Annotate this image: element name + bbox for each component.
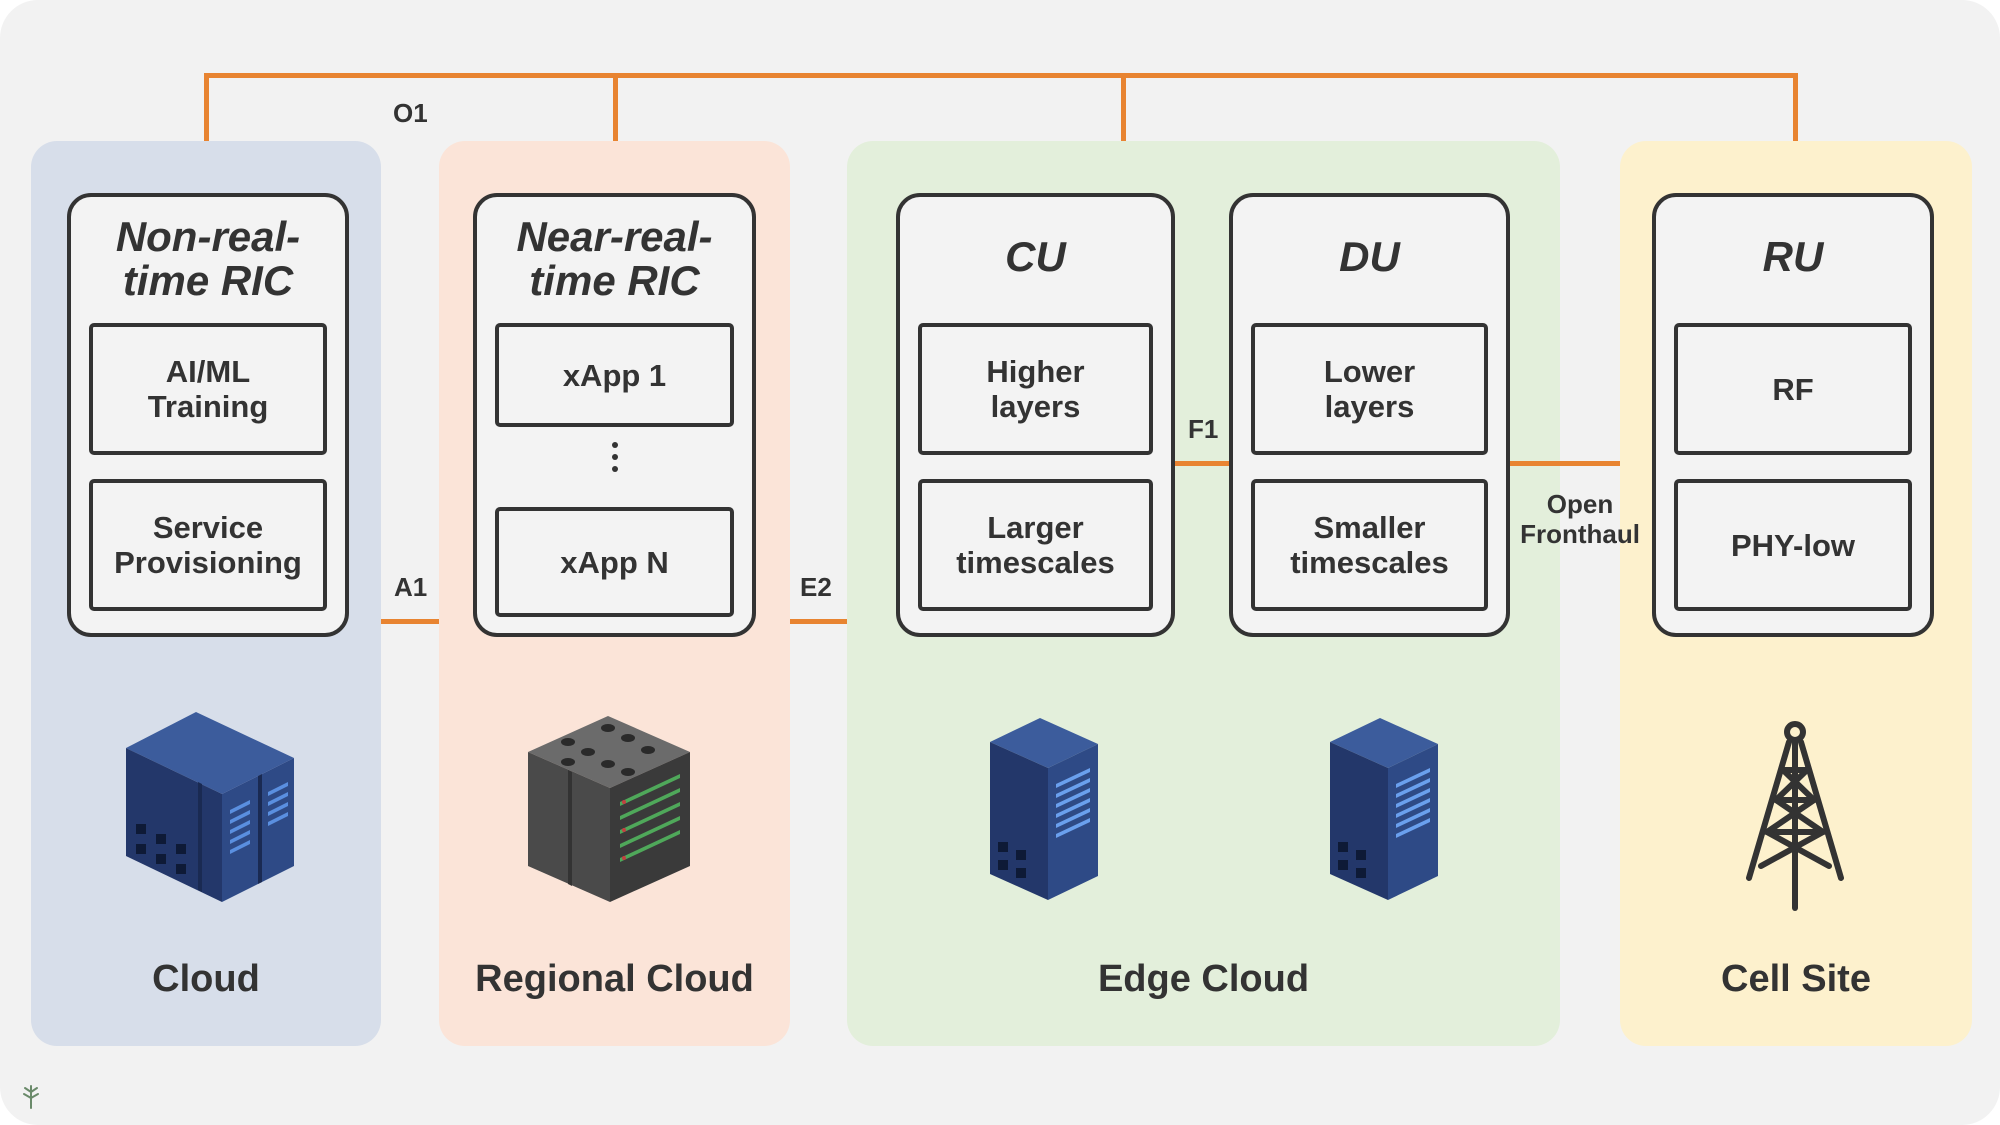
near-rt-ric-title: Near-real- time RIC (516, 213, 713, 304)
near-rt-ric-module: Near-real- time RIC xApp 1 xApp N (473, 193, 756, 637)
o1-drop-cell (1793, 73, 1798, 141)
smaller-timescales-box: Smaller timescales (1251, 479, 1488, 611)
o1-drop-regional (613, 73, 618, 141)
e2-link (790, 619, 847, 624)
non-rt-ric-module: Non-real- time RIC AI/ML Training Servic… (67, 193, 349, 637)
a1-label: A1 (394, 572, 428, 602)
server-rack-icon (118, 700, 300, 906)
cu-title: CU (1005, 233, 1066, 280)
du-module: DU Lower layers Smaller timescales (1229, 193, 1510, 637)
leaf-icon (20, 1082, 42, 1115)
edge-cloud-label: Edge Cloud (1097, 958, 1310, 1000)
regional-cloud-label: Regional Cloud (475, 958, 754, 1000)
fronthaul-link (1507, 461, 1620, 466)
server-tower-icon (986, 714, 1102, 904)
server-tower-icon (1326, 714, 1442, 904)
cell-tower-icon (1743, 718, 1847, 912)
f1-label: F1 (1188, 414, 1219, 444)
o1-drop-cloud (204, 73, 209, 141)
e2-label: E2 (800, 572, 832, 602)
cloud-label: Cloud (152, 958, 260, 1000)
non-rt-ric-title: Non-real- time RIC (115, 213, 301, 304)
cell-site-label: Cell Site (1721, 958, 1871, 1000)
ai-ml-training-box: AI/ML Training (89, 323, 327, 455)
rf-box: RF (1674, 323, 1912, 455)
du-title: DU (1339, 233, 1400, 280)
ellipsis-icon (477, 442, 752, 478)
phy-low-box: PHY-low (1674, 479, 1912, 611)
a1-link (381, 619, 439, 624)
o1-bus-line (204, 73, 1798, 78)
o1-label: O1 (393, 98, 428, 128)
o1-drop-edge (1121, 73, 1126, 141)
xapp-n-box: xApp N (495, 507, 734, 617)
xapp-1-box: xApp 1 (495, 323, 734, 427)
f1-link (1173, 461, 1231, 466)
storage-server-icon (524, 712, 694, 907)
open-fronthaul-label: Open Fronthaul (1520, 489, 1640, 549)
lower-layers-box: Lower layers (1251, 323, 1488, 455)
larger-timescales-box: Larger timescales (918, 479, 1153, 611)
ru-module: RU RF PHY-low (1652, 193, 1934, 637)
higher-layers-box: Higher layers (918, 323, 1153, 455)
ru-title: RU (1762, 233, 1824, 280)
cu-module: CU Higher layers Larger timescales (896, 193, 1175, 637)
service-provisioning-box: Service Provisioning (89, 479, 327, 611)
